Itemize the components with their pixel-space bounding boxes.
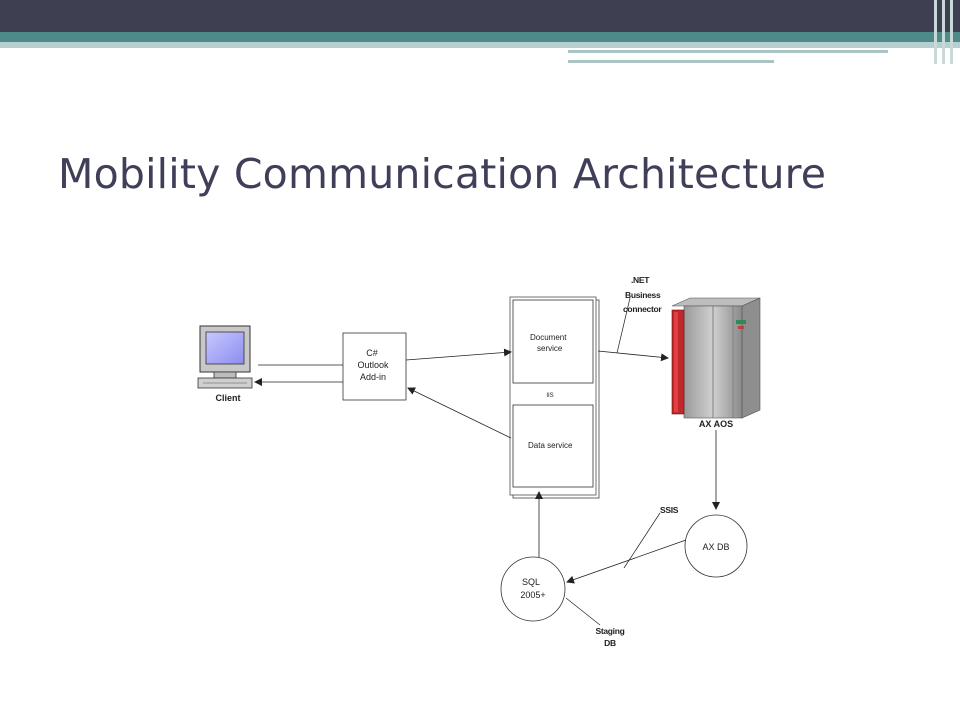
axdb-label: AX DB: [702, 542, 729, 552]
accent-band-light: [0, 42, 960, 48]
deco-stripe: [950, 0, 953, 64]
staging-callout-line: [565, 597, 601, 626]
data-service-to-addin-arrow: [407, 387, 512, 439]
server-icon: [671, 297, 761, 419]
connector-label-line3: connector: [623, 304, 662, 314]
data-service-box: [512, 404, 594, 488]
connector-label-line1: .NET: [631, 275, 650, 285]
deco-stripe: [942, 0, 945, 64]
addin-label-line3: Add-in: [360, 372, 386, 382]
slide-title: Mobility Communication Architecture: [58, 150, 827, 198]
connector-callout-line: [616, 297, 631, 354]
axdb-circle: [684, 514, 748, 578]
ssis-label: SSIS: [660, 505, 679, 515]
document-service-line1: Document: [530, 333, 567, 342]
sql-label-line2: 2005+: [520, 590, 545, 600]
connector-arrow: [597, 350, 669, 362]
addin-label-line1: C#: [366, 348, 378, 358]
document-service-line2: service: [537, 344, 563, 353]
ssis-callout-line: [623, 512, 661, 569]
staging-label-line2: DB: [604, 638, 616, 648]
iis-label: IIS: [546, 393, 553, 399]
sql-label-line1: SQL: [522, 577, 540, 587]
addin-label-line2: Outlook: [357, 360, 389, 370]
data-service-label: Data service: [528, 441, 573, 450]
sql-circle: [500, 556, 566, 622]
client-label: Client: [215, 393, 240, 403]
deco-stripe: [934, 0, 937, 64]
document-service-box: [512, 299, 594, 384]
aos-label: AX AOS: [699, 419, 733, 429]
client-computer-icon: [197, 325, 253, 389]
staging-label-line1: Staging: [595, 626, 624, 636]
accent-band: [0, 32, 960, 42]
connector-label-line2: Business: [625, 290, 661, 300]
deco-line: [568, 50, 888, 53]
addin-to-document-service-arrow: [405, 348, 512, 361]
ssis-arrow: [566, 539, 687, 584]
deco-line: [568, 60, 774, 63]
top-bar: [0, 0, 960, 32]
outlook-addin-box: [342, 332, 407, 401]
